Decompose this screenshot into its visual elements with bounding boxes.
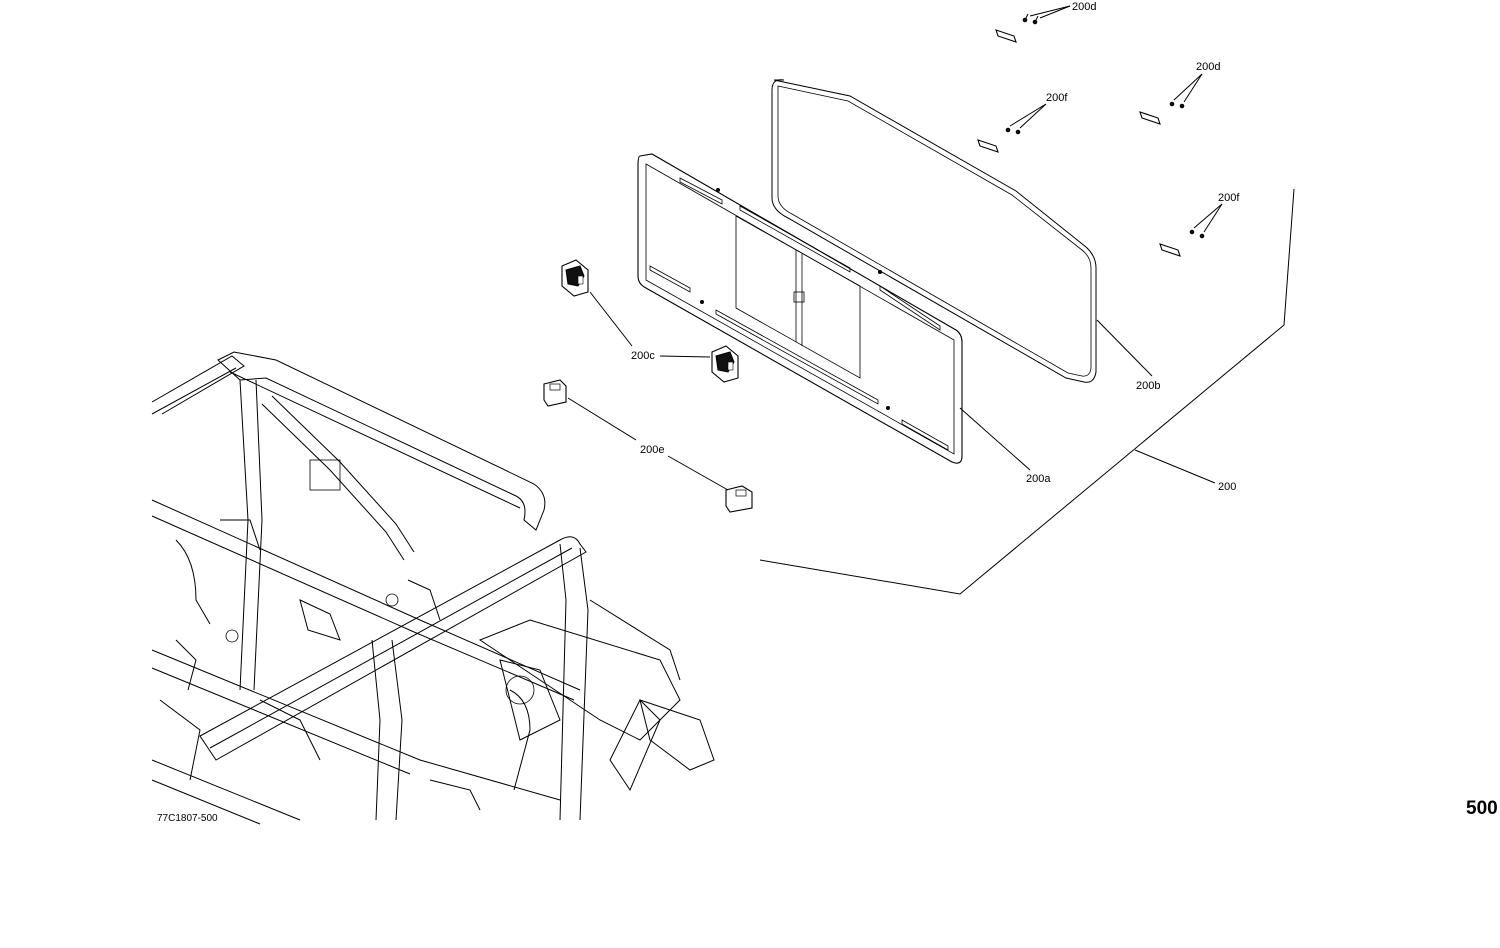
rear-window-frame (637, 153, 1031, 471)
callout-200a: 200a (1026, 473, 1051, 485)
fasteners-200d-top (995, 5, 1071, 43)
rear-window-seal (771, 79, 1153, 383)
callout-200b: 200b (1136, 380, 1160, 392)
callout-200f-right: 200f (1218, 192, 1240, 204)
clip-200e-upper (543, 379, 567, 407)
callout-200e: 200e (640, 444, 664, 456)
vehicle-roll-cage (151, 351, 715, 825)
clip-200c-lower (711, 345, 739, 383)
callout-200c: 200c (631, 350, 655, 362)
drawing-code: 77C1807-500 (157, 813, 218, 824)
clip-200c-upper (561, 259, 589, 297)
page-number: 500 (1466, 798, 1498, 819)
callout-200d-right: 200d (1196, 61, 1220, 73)
clip-200e-lower (725, 485, 753, 513)
callout-200d-top: 200d (1072, 1, 1096, 13)
callout-200: 200 (1218, 481, 1236, 493)
fasteners-200d-right (1139, 73, 1203, 125)
callout-200f-mid: 200f (1046, 92, 1068, 104)
fasteners-200f-right (1159, 203, 1223, 257)
assembly-bracket-200 (759, 188, 1295, 595)
fasteners-200f-mid (977, 103, 1047, 153)
